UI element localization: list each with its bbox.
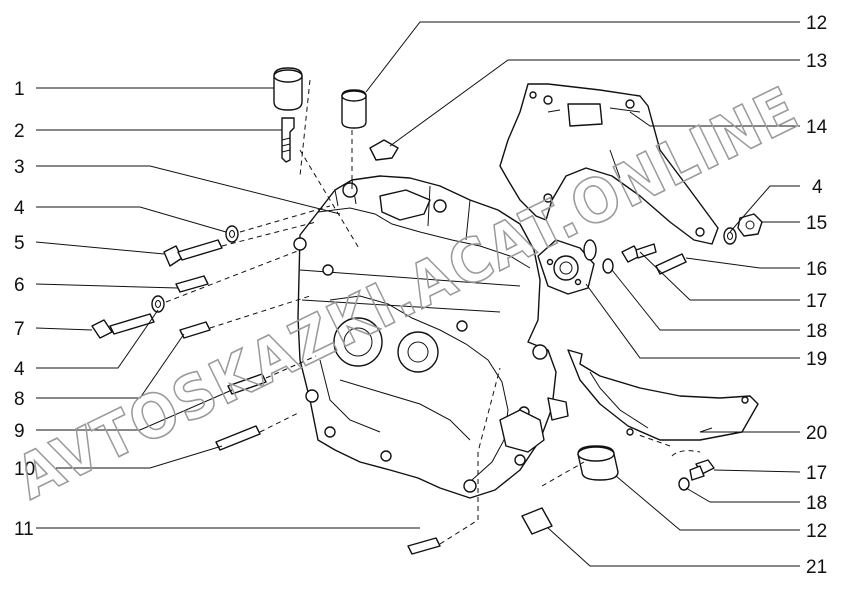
callout-3: 3 (14, 157, 25, 178)
callout-15: 15 (806, 213, 827, 234)
gearbox-housing (293, 175, 569, 499)
callout-2: 2 (14, 121, 25, 142)
stud-9 (227, 373, 267, 395)
callout-18-bottom: 18 (806, 493, 827, 514)
callout-16: 16 (806, 259, 827, 280)
callout-12-top: 12 (806, 13, 827, 34)
callout-labels: 1 2 3 4 5 6 7 4 8 9 10 11 12 13 14 4 15 … (14, 13, 828, 578)
assembly-lines (165, 79, 701, 545)
dowel-sleeve-12-bottom (577, 445, 619, 481)
callout-4-top: 4 (14, 198, 25, 219)
stud-6 (175, 275, 209, 293)
bolt-5 (163, 239, 223, 267)
callout-18-top: 18 (806, 321, 827, 342)
callout-21: 21 (806, 557, 827, 578)
callout-1: 1 (14, 79, 25, 100)
callout-8: 8 (14, 389, 25, 410)
callout-17-top: 17 (806, 291, 827, 312)
leader-lines (35, 21, 801, 567)
callout-4-right: 4 (812, 177, 823, 198)
screw-2 (281, 117, 295, 163)
stud-8 (179, 321, 211, 339)
washer-18-top (602, 258, 614, 274)
callout-4-middle: 4 (14, 359, 25, 380)
lower-shield (567, 349, 759, 441)
bolt-17-bottom (689, 459, 715, 481)
callout-19: 19 (806, 349, 827, 370)
callout-20: 20 (806, 423, 827, 444)
dowel-21 (521, 507, 553, 535)
callout-17-bottom: 17 (806, 463, 827, 484)
callout-7: 7 (14, 319, 25, 340)
callout-6: 6 (14, 275, 25, 296)
bolt-7 (91, 313, 155, 339)
bolt-17-top (621, 243, 657, 263)
callout-10: 10 (14, 459, 35, 480)
callout-14: 14 (806, 117, 828, 138)
washer-4-top (225, 225, 239, 243)
stud-16 (655, 253, 687, 275)
washer-4-middle (151, 295, 165, 313)
callout-11: 11 (14, 519, 34, 540)
stud-11 (407, 537, 441, 555)
washer-18-bottom (678, 477, 690, 491)
callout-12-bottom: 12 (806, 521, 827, 542)
dowel-sleeve-12-top (341, 89, 367, 129)
callout-13: 13 (806, 51, 827, 72)
nut-15 (737, 213, 763, 237)
washer-4-right (723, 227, 737, 245)
callout-5: 5 (14, 233, 25, 254)
dowel-sleeve-1 (273, 67, 303, 111)
stud-10 (215, 425, 261, 451)
flange-seal (537, 239, 597, 295)
callout-9: 9 (14, 421, 25, 442)
cover-plate (499, 83, 719, 245)
